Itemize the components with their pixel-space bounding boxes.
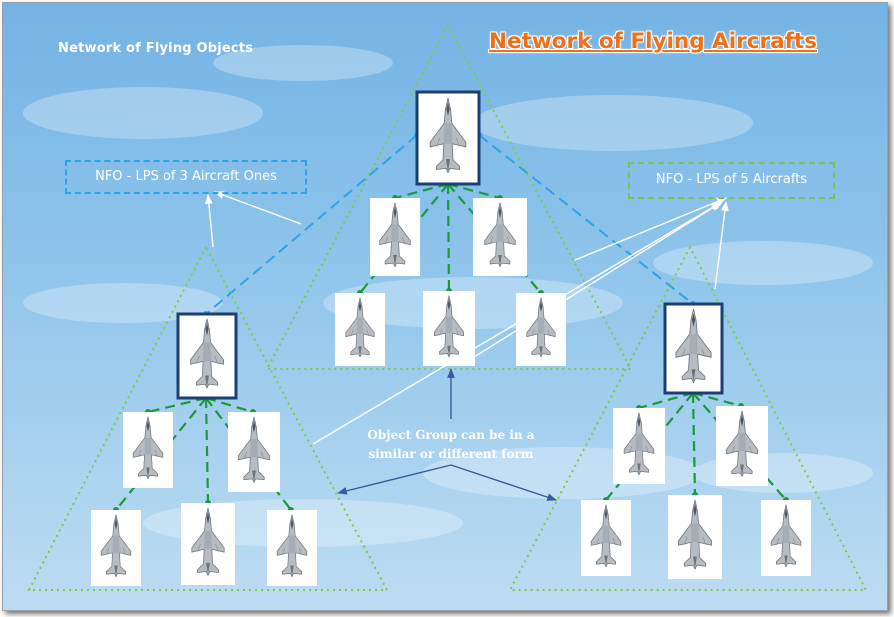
- nfo-label-left: NFO - LPS of 3 Aircraft Ones: [65, 160, 307, 194]
- nfo-label-right: NFO - LPS of 5 Aircrafts: [628, 162, 835, 199]
- group-triangle-right: [508, 244, 868, 591]
- aircraft-group-left: [91, 312, 317, 586]
- aircraft-group-top: [335, 90, 566, 366]
- leader-links: [205, 134, 694, 315]
- group-form-note-line-1: Object Group can be in a: [367, 428, 535, 442]
- network-diagram: [23, 22, 873, 591]
- group-form-arrows: [337, 368, 557, 501]
- group-form-note-line-2: similar or different form: [368, 447, 534, 461]
- right-title: Network of Flying Aircrafts: [489, 29, 818, 54]
- diagram-canvas: Network of Flying Objects Network of Fly…: [2, 2, 888, 611]
- group-form-note: Object Group can be in a similar or diff…: [355, 426, 547, 464]
- aircraft-group-right: [581, 302, 811, 579]
- left-title: Network of Flying Objects: [58, 41, 254, 56]
- group-triangle-left: [27, 244, 389, 591]
